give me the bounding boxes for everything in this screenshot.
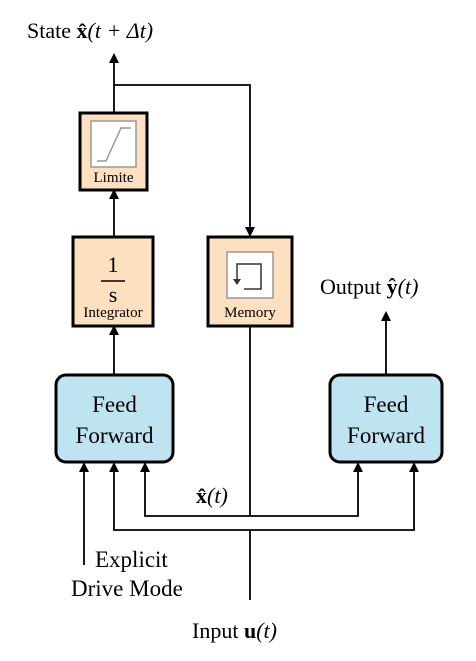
integrator-numerator: 1 <box>107 252 119 277</box>
memory-label: Memory <box>224 305 276 321</box>
input-label: Input u(t) <box>192 620 277 642</box>
ff-left-line1: Feed <box>92 392 137 417</box>
ff-left-line2: Forward <box>75 423 154 449</box>
input-var: u <box>243 618 257 643</box>
output-var: ŷ <box>386 274 398 299</box>
input-to-right-ff-line <box>250 462 419 531</box>
ff-right-line2: Forward <box>347 423 425 449</box>
integrator-denominator: s <box>108 282 118 307</box>
output-arg: (t) <box>397 274 419 299</box>
limiter-label: Limite <box>93 170 134 186</box>
state-to-memory-line <box>114 84 255 237</box>
state-prefix: State <box>27 18 71 43</box>
state-label: State x̂(t + Δt) <box>27 20 153 42</box>
output-prefix: Output <box>320 274 382 299</box>
feedback-to-right-ff-line <box>250 462 363 517</box>
feedback-arg: (t) <box>207 483 228 508</box>
memory-icon-frame <box>226 251 274 299</box>
ff-left-label: Feed Forward <box>56 389 173 451</box>
input-to-left-ff-line <box>109 462 250 531</box>
input-prefix: Input <box>192 618 239 643</box>
state-var: x̂ <box>76 18 88 43</box>
feedback-var: x̂ <box>196 483 207 508</box>
feedback-to-left-ff-line <box>140 462 250 517</box>
memory-loop-arrowhead <box>233 279 241 285</box>
state-arg: (t + Δt) <box>87 18 154 43</box>
ff-right-label: Feed Forward <box>330 389 442 451</box>
memory-loop-icon <box>236 263 262 290</box>
ff-right-line1: Feed <box>363 392 409 417</box>
explicit-drive-label-2: Drive Mode <box>71 576 183 601</box>
input-arg: (t) <box>256 618 277 643</box>
feedback-label: x̂(t) <box>196 485 228 507</box>
explicit-drive-label-1: Explicit <box>95 547 168 572</box>
saturation-icon <box>97 127 131 162</box>
output-label: Output ŷ(t) <box>320 276 418 298</box>
integrator-label: Integrator <box>83 305 143 321</box>
